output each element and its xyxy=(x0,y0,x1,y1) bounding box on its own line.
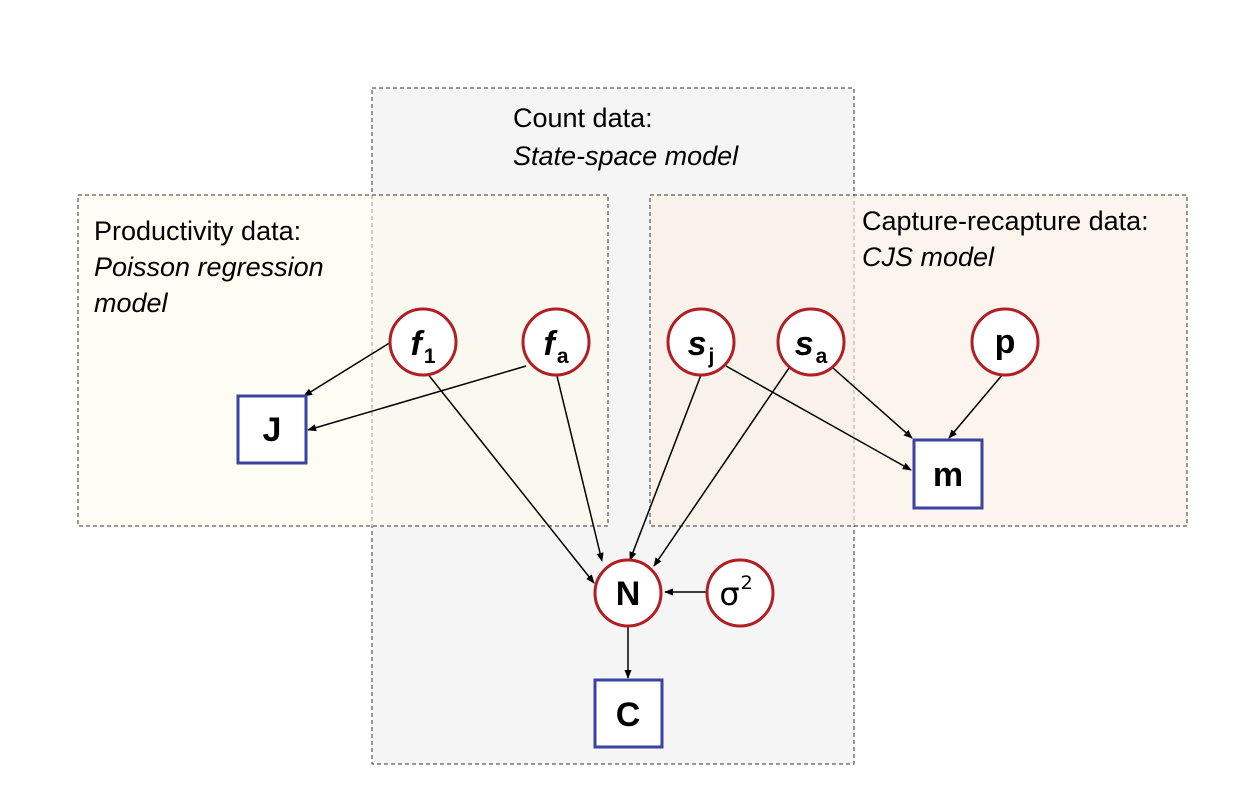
capture-recapture-data-title: Capture-recapture data: xyxy=(862,206,1149,236)
node-fa-label: fa xyxy=(543,325,568,368)
node-m-box xyxy=(912,438,984,510)
node-J-label: J xyxy=(263,411,282,449)
node-sigma: σ2 xyxy=(705,558,775,628)
edge-f1-to-N xyxy=(426,372,595,584)
node-C: C xyxy=(593,678,664,749)
node-sj-circle xyxy=(666,307,736,377)
edge-sj-to-N xyxy=(629,374,702,561)
node-sa-label: sa xyxy=(795,325,828,368)
node-f1-label: f1 xyxy=(410,325,435,368)
node-sa: sa xyxy=(776,307,846,377)
edge-sa-to-m xyxy=(832,367,913,439)
capture-recapture-data-subtitle: CJS model xyxy=(862,242,995,272)
edge-fa-to-N xyxy=(556,375,604,562)
node-J-box xyxy=(236,394,308,465)
node-N: N xyxy=(593,558,663,628)
edge-sa-to-N xyxy=(653,367,790,567)
node-p-label: p xyxy=(995,323,1016,361)
edges-group xyxy=(303,341,1004,679)
edge-f1-to-J xyxy=(303,341,392,397)
node-fa: fa xyxy=(521,307,591,377)
node-C-label: C xyxy=(616,696,641,734)
edge-fa-to-J xyxy=(307,365,527,432)
node-m: m xyxy=(912,438,984,510)
node-m-label: m xyxy=(933,456,963,494)
node-fa-circle xyxy=(521,307,591,377)
node-sigma-circle xyxy=(705,558,775,628)
node-f1-circle xyxy=(388,307,458,377)
node-sigma-label: σ2 xyxy=(719,572,752,613)
node-p-circle xyxy=(970,307,1040,377)
node-J: J xyxy=(236,394,308,465)
count-data-subtitle: State-space model xyxy=(513,141,739,171)
node-N-circle xyxy=(593,558,663,628)
node-sa-circle xyxy=(776,307,846,377)
productivity-data-panel xyxy=(77,194,609,527)
edge-sj-to-m xyxy=(725,365,912,471)
productivity-data-subtitle-line2: model xyxy=(94,288,169,318)
node-C-box xyxy=(593,678,664,749)
node-N-label: N xyxy=(616,575,641,613)
node-f1: f1 xyxy=(388,307,458,377)
productivity-data-subtitle-line1: Poisson regression xyxy=(94,252,324,282)
productivity-data-title: Productivity data: xyxy=(94,216,301,246)
node-sj-label: sj xyxy=(688,325,715,368)
node-p: p xyxy=(970,307,1040,377)
edge-p-to-m xyxy=(948,373,1004,439)
node-sj: sj xyxy=(666,307,736,377)
count-data-title: Count data: xyxy=(513,103,653,133)
